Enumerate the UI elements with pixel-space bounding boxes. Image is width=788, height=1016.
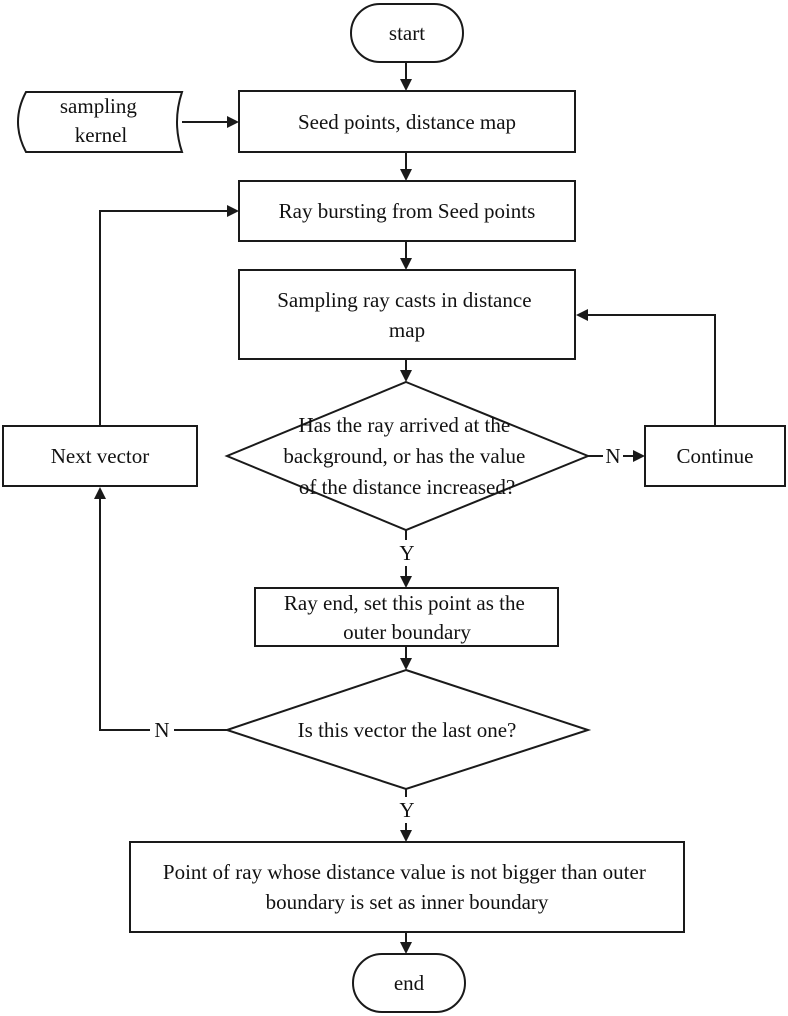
ray-end-node: Ray end, set this point as the outer bou… — [254, 587, 559, 647]
sampling-ray-line: map — [389, 318, 425, 342]
start-node: start — [350, 3, 464, 63]
seed-points-node: Seed points, distance map — [238, 90, 576, 153]
ray-end-label: Ray end, set this point as the outer bou… — [284, 591, 530, 644]
ray-end-line: Ray end, set this point as the — [284, 591, 525, 615]
inner-boundary-box — [129, 841, 685, 933]
arrowhead-icon — [400, 258, 412, 270]
edge-label-last-no: N — [154, 718, 169, 742]
seed-points-box — [238, 90, 576, 153]
arrow-continue-loop — [585, 314, 716, 426]
ray-bursting-node: Ray bursting from Seed points — [238, 180, 576, 242]
next-vector-box — [2, 425, 198, 487]
arrow-next-vector-loop — [99, 210, 230, 426]
next-vector-label: Next vector — [51, 444, 150, 468]
sampling-ray-box — [238, 269, 576, 360]
arrowhead-icon — [227, 205, 239, 217]
inner-boundary-line: Point of ray whose distance value is not… — [163, 860, 646, 884]
sampling-kernel-line: sampling — [60, 94, 137, 118]
edge-label-arrived-no: N — [605, 444, 620, 468]
inner-boundary-label: Point of ray whose distance value is not… — [163, 860, 651, 914]
connectors — [94, 62, 716, 954]
decision-arrived-diamond — [224, 380, 591, 532]
arrowhead-icon — [400, 576, 412, 588]
arrow-last-to-next-vector — [99, 496, 150, 731]
edge-label-last-yes: Y — [399, 798, 414, 822]
arrowhead-icon — [400, 830, 412, 842]
continue-node: Continue — [644, 425, 786, 487]
decision-arrived-node: Has the ray arrived at the background, o… — [224, 380, 591, 532]
end-terminator — [352, 953, 466, 1013]
ray-bursting-box — [238, 180, 576, 242]
continue-box — [644, 425, 786, 487]
arrowhead-icon — [400, 942, 412, 954]
sampling-ray-label: Sampling ray casts in distance map — [277, 288, 537, 342]
arrowhead-icon — [400, 169, 412, 181]
inner-boundary-line: boundary is set as inner boundary — [266, 890, 549, 914]
ray-end-line: outer boundary — [343, 620, 471, 644]
ray-end-box — [254, 587, 559, 647]
arrowhead-icon — [227, 116, 239, 128]
seed-points-label: Seed points, distance map — [298, 110, 516, 134]
continue-label: Continue — [677, 444, 754, 468]
start-terminator — [350, 3, 464, 63]
next-vector-node: Next vector — [2, 425, 198, 487]
sampling-kernel-node: sampling kernel — [17, 91, 184, 153]
edge-labels: N Y N Y — [154, 444, 620, 822]
ray-bursting-label: Ray bursting from Seed points — [279, 199, 536, 223]
arrowhead-icon — [94, 487, 106, 499]
sampling-kernel-line: kernel — [75, 123, 128, 147]
sampling-kernel-storage — [17, 91, 184, 153]
sampling-ray-node: Sampling ray casts in distance map — [238, 269, 576, 360]
decision-arrived-label: Has the ray arrived at the background, o… — [283, 413, 530, 499]
sampling-ray-line: Sampling ray casts in distance — [277, 288, 531, 312]
end-label: end — [394, 971, 425, 995]
arrowhead-icon — [400, 658, 412, 670]
decision-last-node: Is this vector the last one? — [223, 668, 592, 791]
decision-arrived-line: background, or has the value — [283, 444, 525, 468]
decision-last-label: Is this vector the last one? — [298, 718, 517, 742]
decision-arrived-line: Has the ray arrived at the — [299, 413, 511, 437]
arrowhead-icon — [633, 450, 645, 462]
arrowhead-icon — [400, 79, 412, 91]
arrowhead-icon — [576, 309, 588, 321]
end-node: end — [352, 953, 466, 1013]
inner-boundary-node: Point of ray whose distance value is not… — [129, 841, 685, 933]
start-label: start — [389, 21, 425, 45]
decision-last-diamond — [223, 668, 592, 791]
arrowhead-icon — [400, 370, 412, 382]
edge-label-arrived-yes: Y — [399, 541, 414, 565]
decision-arrived-line: of the distance increased? — [299, 475, 515, 499]
sampling-kernel-label: sampling kernel — [60, 94, 142, 147]
